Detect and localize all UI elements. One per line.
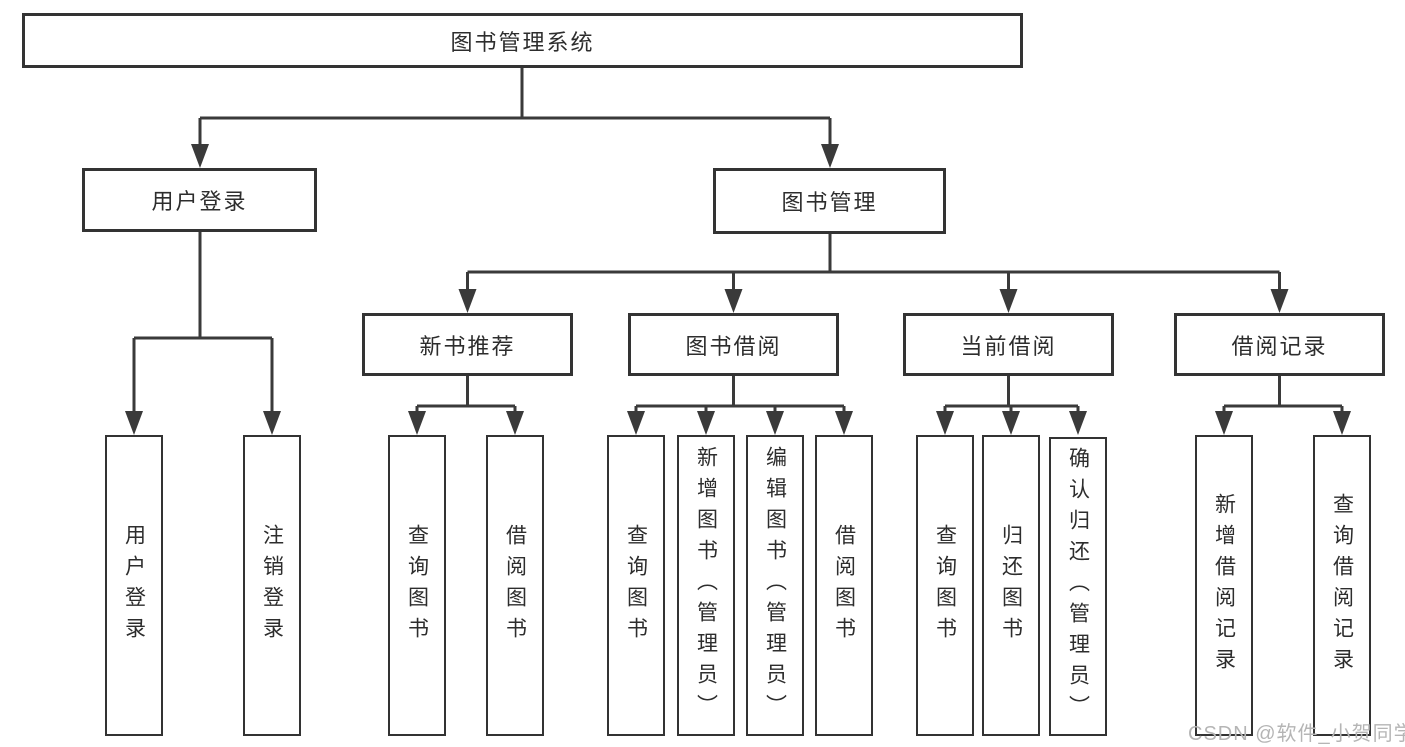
leaf-recommend-query-books: 查询图书 xyxy=(388,435,446,736)
leaf-user-login: 用户登录 xyxy=(105,435,163,736)
node-borrow-records: 借阅记录 xyxy=(1174,313,1385,376)
leaf-recommend-borrow-books: 借阅图书 xyxy=(486,435,544,736)
leaf-records-query-record: 查询借阅记录 xyxy=(1313,435,1371,736)
leaf-current-confirm-return-admin: 确认归还（管理员） xyxy=(1049,437,1107,736)
leaf-records-add-record: 新增借阅记录 xyxy=(1195,435,1253,736)
leaf-borrowing-query-books: 查询图书 xyxy=(607,435,665,736)
node-root: 图书管理系统 xyxy=(22,13,1023,68)
leaf-current-query-books: 查询图书 xyxy=(916,435,974,736)
leaf-current-return-books: 归还图书 xyxy=(982,435,1040,736)
node-book-management: 图书管理 xyxy=(713,168,946,234)
node-book-borrowing: 图书借阅 xyxy=(628,313,839,376)
node-user-login: 用户登录 xyxy=(82,168,317,232)
leaf-logout: 注销登录 xyxy=(243,435,301,736)
leaf-borrowing-add-books-admin: 新增图书（管理员） xyxy=(677,435,735,736)
node-current-borrowing: 当前借阅 xyxy=(903,313,1114,376)
node-new-book-recommend: 新书推荐 xyxy=(362,313,573,376)
leaf-borrowing-borrow-books: 借阅图书 xyxy=(815,435,873,736)
csdn-watermark: CSDN @软件_小贺同学 xyxy=(1188,723,1405,745)
leaf-borrowing-edit-books-admin: 编辑图书（管理员） xyxy=(746,435,804,736)
